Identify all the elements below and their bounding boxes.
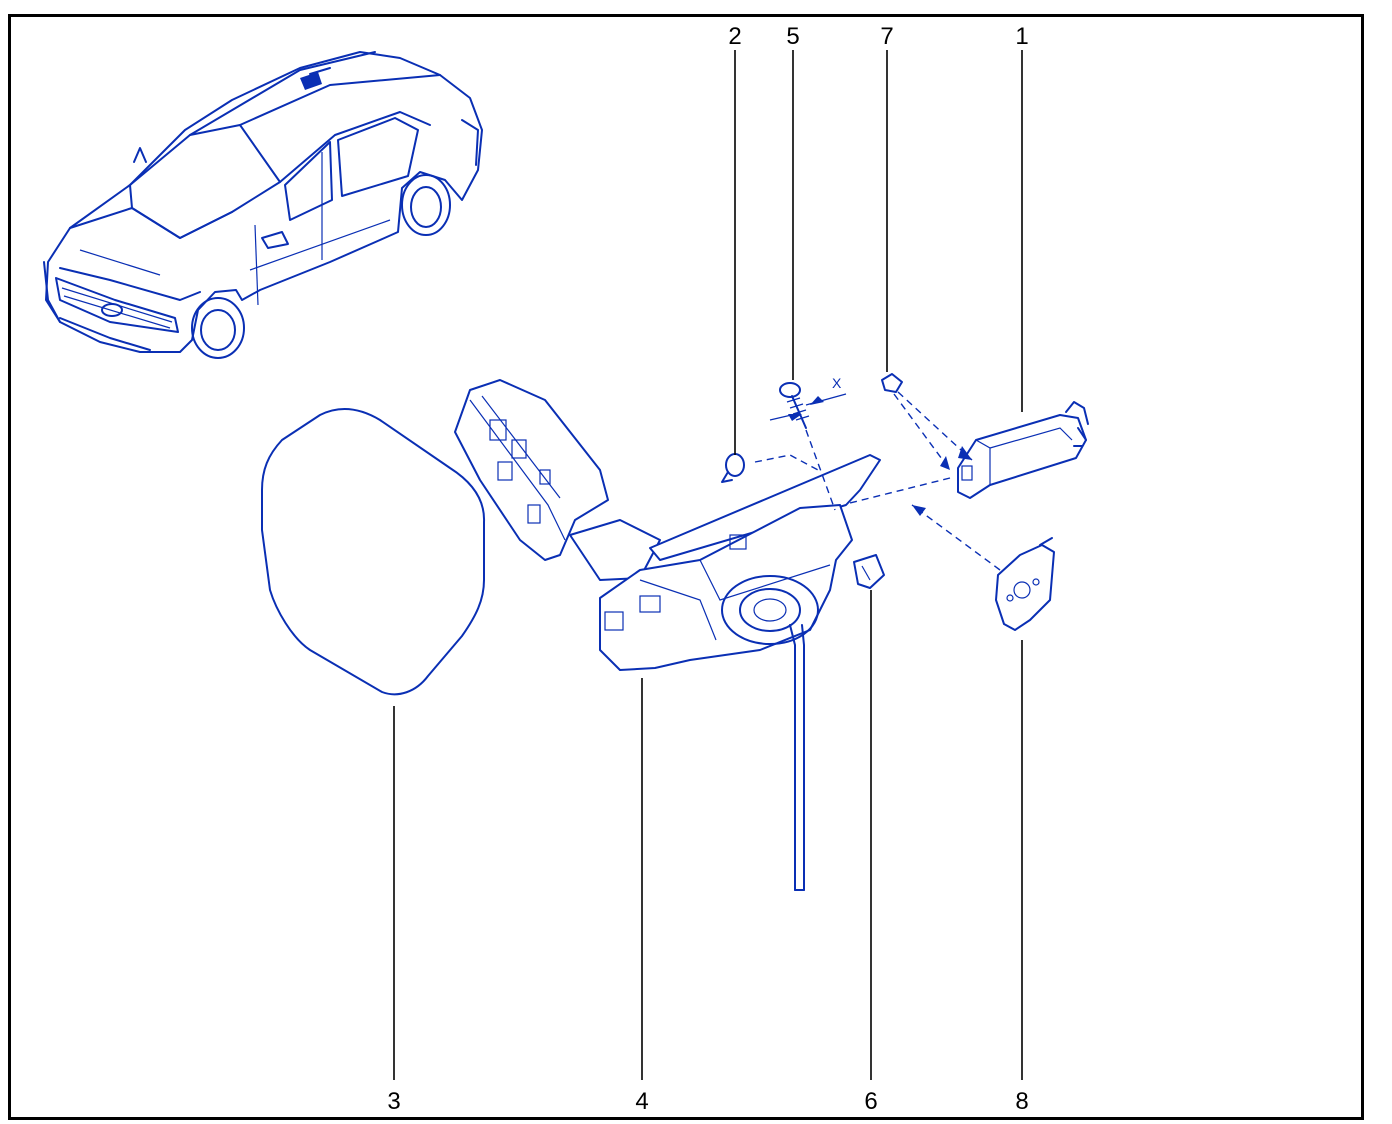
callout-labels: 2 5 7 1 3 4 6 8 [387, 23, 1028, 1115]
callout-8: 8 [1015, 1088, 1028, 1115]
callout-leaders [393, 50, 1023, 1080]
callout-2: 2 [728, 23, 741, 50]
callout-5: 5 [786, 23, 799, 50]
callout-7: 7 [880, 23, 893, 50]
car-overview-illustration [43, 51, 483, 359]
part-1-actuator [957, 401, 1089, 499]
part-2-clip [721, 453, 745, 483]
part-3-fuel-flap-cover [261, 408, 486, 696]
part-5-screw [779, 382, 810, 429]
part-4-fuel-filler-housing [454, 379, 881, 891]
assembly-guide-lines [754, 391, 1001, 571]
callout-4: 4 [635, 1088, 648, 1115]
callout-3: 3 [387, 1088, 400, 1115]
callout-6: 6 [864, 1088, 877, 1115]
callout-1: 1 [1015, 23, 1028, 50]
dimension-x-label: X [832, 375, 842, 391]
diagram-frame [8, 14, 1364, 1120]
part-6-clip-insert [853, 554, 885, 589]
part-7-nut [881, 373, 903, 393]
dimension-x-marker: X [769, 375, 847, 421]
part-8-gasket-plate [995, 537, 1055, 631]
